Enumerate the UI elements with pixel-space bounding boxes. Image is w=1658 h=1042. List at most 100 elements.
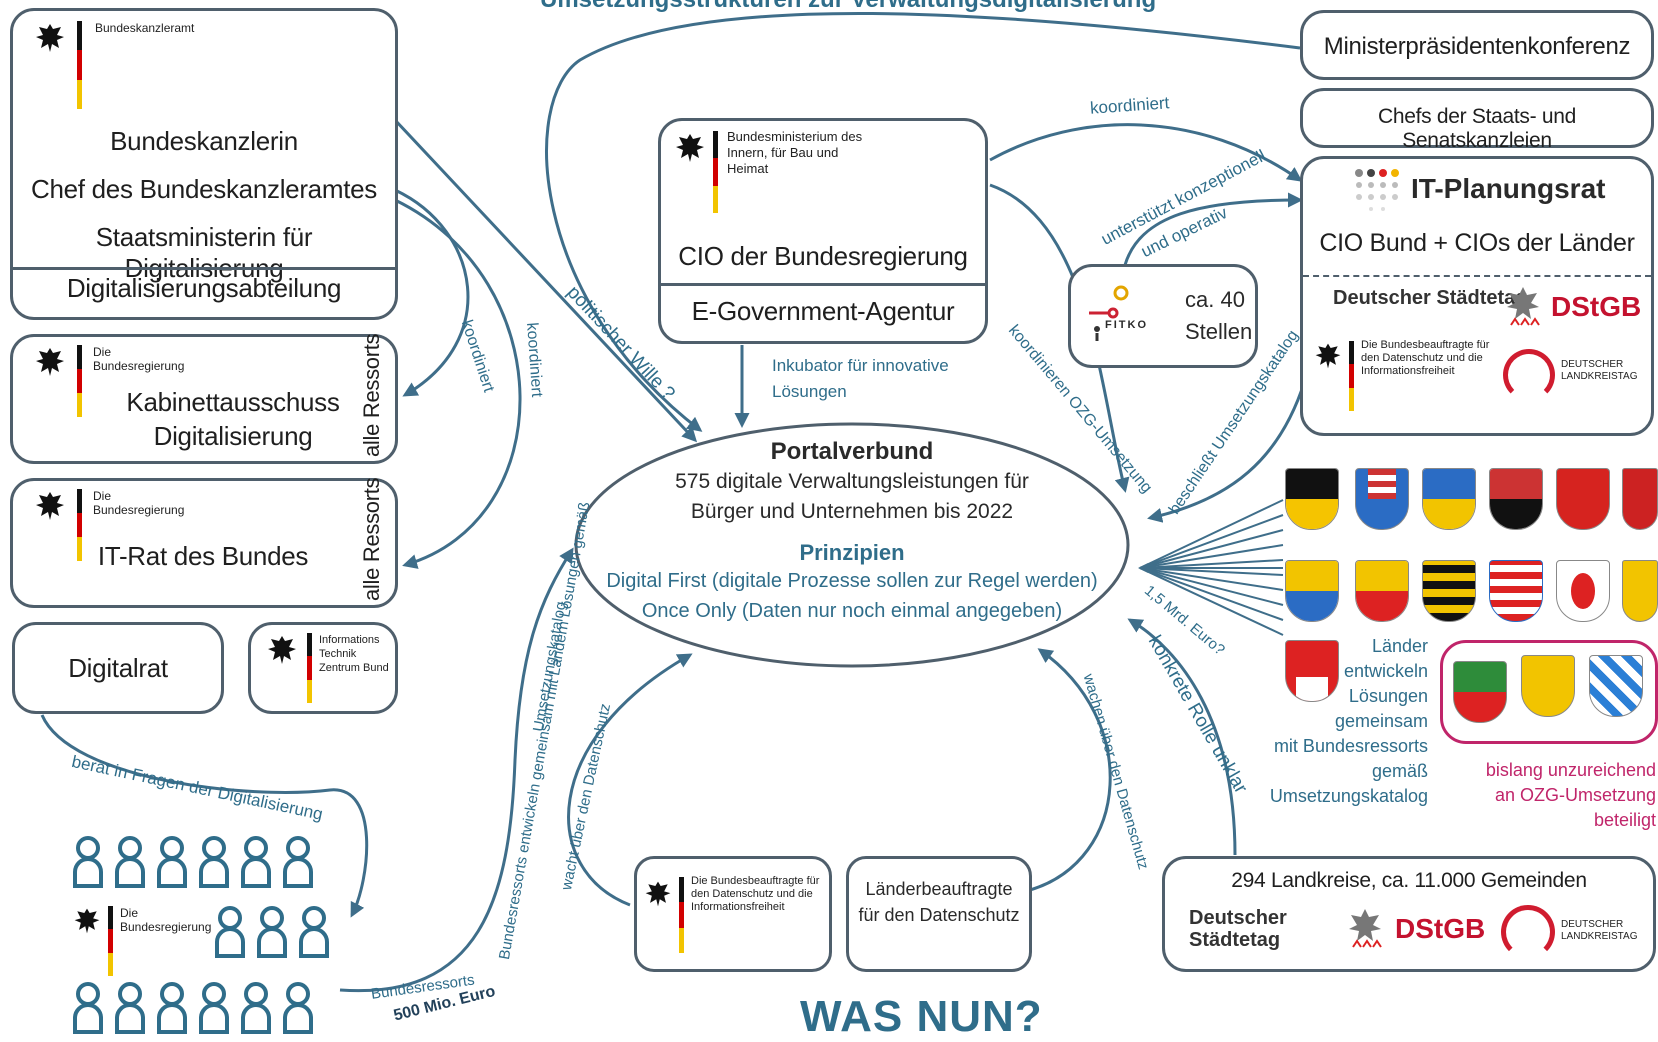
unzureichend-text: bislang unzureichend an OZG-Umsetzung be… xyxy=(1486,758,1656,833)
crest-rheinland-pfalz xyxy=(1489,468,1543,530)
person-icon xyxy=(299,906,329,958)
dstgb-eagle-icon xyxy=(1507,287,1540,326)
org-label: Informations Technik Zentrum Bund xyxy=(319,634,389,674)
person-icon xyxy=(283,836,313,888)
flag-bar-icon xyxy=(307,633,312,703)
itplr-dots-icon xyxy=(1355,169,1399,211)
landkreistag-logo-icon xyxy=(1501,905,1555,959)
staedtetag-logo: Deutscher Städtetag xyxy=(1189,907,1309,951)
person-icon xyxy=(257,906,287,958)
arrow-kanzleramt-to-kabinett xyxy=(394,188,470,397)
flag-bar-icon xyxy=(679,877,684,953)
fitko-unit: Stellen xyxy=(1185,319,1253,344)
eagle-icon xyxy=(645,881,671,907)
kabinett-line2: Digitalisierung xyxy=(153,421,313,451)
laender-line: gemeinsam xyxy=(1334,711,1428,731)
laender-line: Umsetzungskatalog xyxy=(1269,786,1428,806)
flag-bar-icon xyxy=(1349,341,1354,411)
warning-line: beteiligt xyxy=(1593,810,1656,830)
dashed-divider xyxy=(1303,275,1651,277)
arrow-bmi-to-itplr xyxy=(989,123,1303,182)
landkreistag-logo-icon xyxy=(1503,349,1555,401)
flag-bar-icon xyxy=(77,489,82,561)
kabinett-line1: Kabinettausschuss xyxy=(126,387,340,417)
crest-niedersachsen xyxy=(1556,468,1610,530)
arrow-ressorts-to-portal xyxy=(339,547,574,993)
crest-sachsen-anhalt xyxy=(1285,468,1339,530)
arrow-digitalrat-to-ressorts xyxy=(40,714,369,918)
fitko-count: ca. 40 xyxy=(1185,287,1245,312)
laender-line: Lösungen xyxy=(1348,686,1428,706)
kanzlerin-label: Bundeskanzlerin xyxy=(110,126,298,156)
portal-ellipse xyxy=(574,422,1130,668)
digitalrat-box: Digitalrat xyxy=(12,622,224,714)
mpk-title: Ministerpräsidentenkonferenz xyxy=(1323,33,1631,60)
itzbund-box: Informations Technik Zentrum Bund xyxy=(248,622,398,714)
alle-ressorts-label: alle Ressorts xyxy=(359,477,384,601)
eagle-icon xyxy=(36,492,64,520)
crest-bremen xyxy=(1622,468,1658,530)
itplr-subtitle: CIO Bund + CIOs der Länder xyxy=(1319,229,1635,257)
arrow-kanzleramt-to-portal xyxy=(393,118,698,443)
bfdi-label: Die Bundesbeauftragte für den Datenschut… xyxy=(1361,339,1490,377)
chefs-box: Chefs der Staats- und Senatskanzleien xyxy=(1300,88,1654,152)
person-icon xyxy=(199,982,229,1034)
person-icon xyxy=(241,836,271,888)
crest-saarland xyxy=(1422,468,1476,530)
eagle-icon xyxy=(1315,343,1341,369)
label-inkubator-2: Lösungen xyxy=(772,382,847,401)
principle-digital-first: Digital First (digitale Prozesse sollen … xyxy=(606,570,1098,592)
digitalisierungsabteilung-label: Digitalisierungsabteilung xyxy=(66,273,342,303)
laender-line: gemäß xyxy=(1371,761,1428,781)
laender-line: entwickeln xyxy=(1343,661,1428,681)
person-icon xyxy=(283,982,313,1034)
lfd-line2: für den Datenschutz xyxy=(858,905,1020,925)
warning-line: bislang unzureichend xyxy=(1485,760,1656,780)
fitko-logo-icon xyxy=(1089,285,1129,341)
person-icon xyxy=(241,982,271,1034)
crest-schleswig-holstein xyxy=(1285,560,1339,622)
lfd-box: Länderbeauftragte für den Datenschutz xyxy=(846,856,1032,972)
person-icon xyxy=(157,982,187,1034)
arrow-mpk-to-portal xyxy=(545,11,1301,432)
was-nun-headline: WAS NUN? xyxy=(800,992,1043,1041)
egov-agentur-label: E-Government-Agentur xyxy=(691,296,955,326)
person-icon xyxy=(73,982,103,1034)
itrat-title: IT-Rat des Bundes xyxy=(97,541,309,571)
fitko-label: FITKO xyxy=(1105,319,1148,331)
label-inkubator-1: Inkubator für innovative xyxy=(772,356,949,375)
bundeskanzleramt-box: Bundeskanzleramt Bundeskanzlerin Chef de… xyxy=(10,8,398,320)
arrow-kommunen-to-portal xyxy=(1127,618,1237,856)
arrow-lfd-to-portal xyxy=(1029,648,1112,892)
flag-bar-icon xyxy=(713,131,718,213)
laender-line: mit Bundesressorts xyxy=(1273,736,1428,756)
unzureichend-box xyxy=(1440,640,1658,744)
staedtetag-text: Deutscher Städtetag xyxy=(1333,287,1528,309)
eagle-icon xyxy=(36,348,64,376)
digitalrat-title: Digitalrat xyxy=(68,653,168,683)
divider xyxy=(661,283,985,286)
staedtetag-text: Deutscher Städtetag xyxy=(1189,907,1287,951)
laender-text: Länder entwickeln Lösungen gemeinsam mit… xyxy=(1270,634,1428,809)
fitko-box: FITKO ca. 40 Stellen xyxy=(1068,264,1258,368)
org-label: Die Bundesregierung xyxy=(93,489,185,517)
org-label: Bundesministerium des Innern, für Bau un… xyxy=(727,129,863,176)
warning-line: an OZG-Umsetzung xyxy=(1494,785,1656,805)
portal-title: Portalverbund xyxy=(770,438,934,465)
arrow-kanzleramt-to-itrat xyxy=(394,198,522,569)
bfdi-box: Die Bundesbeauftragte für den Datenschut… xyxy=(634,856,832,972)
dstgb-eagle-icon xyxy=(1349,909,1382,948)
itrat-box: Die Bundesregierung IT-Rat des Bundes al… xyxy=(10,478,398,608)
crest-mecklenburg-vorpommern xyxy=(1355,560,1409,622)
crest-baden-wuerttemberg xyxy=(1521,655,1575,717)
itplr-title: IT-Planungsrat xyxy=(1411,173,1606,204)
person-icon xyxy=(73,836,103,888)
eagle-icon xyxy=(268,636,296,664)
principle-once-only: Once Only (Daten nur noch einmal angegeb… xyxy=(641,600,1063,622)
crest-nordrhein-westfalen xyxy=(1453,661,1507,723)
landkreistag-label: DEUTSCHER LANDKREISTAG xyxy=(1561,359,1638,382)
flag-bar-icon xyxy=(77,345,82,417)
crest-berlin xyxy=(1622,560,1658,622)
landkreistag-label: DEUTSCHER LANDKREISTAG xyxy=(1561,919,1638,942)
